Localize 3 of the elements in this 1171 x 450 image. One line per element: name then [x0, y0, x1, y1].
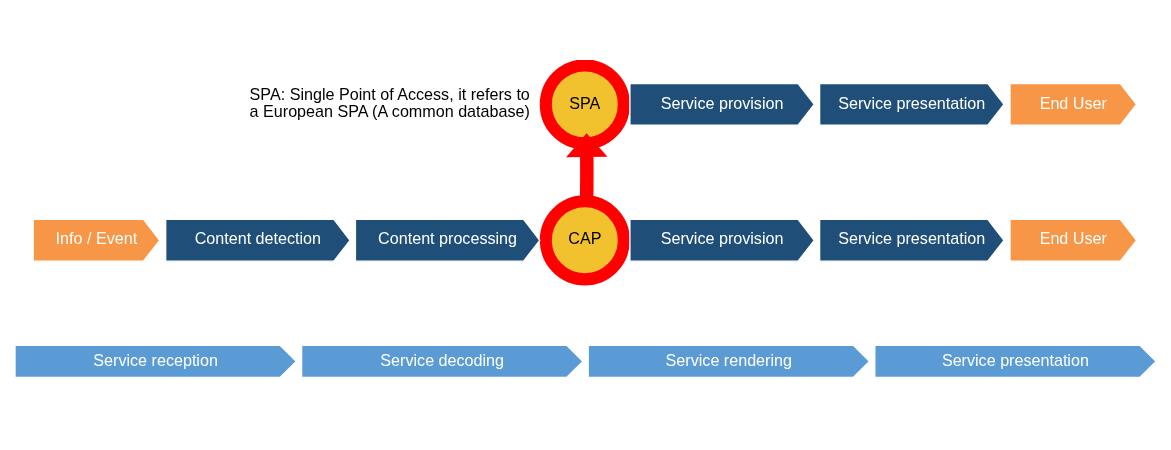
- label: SPA: Single Point of Access, it refers to a European SPA (A common database): [249, 84, 530, 120]
- node-circle: SPA: [539, 59, 630, 149]
- node-circle: CAP: [539, 194, 630, 285]
